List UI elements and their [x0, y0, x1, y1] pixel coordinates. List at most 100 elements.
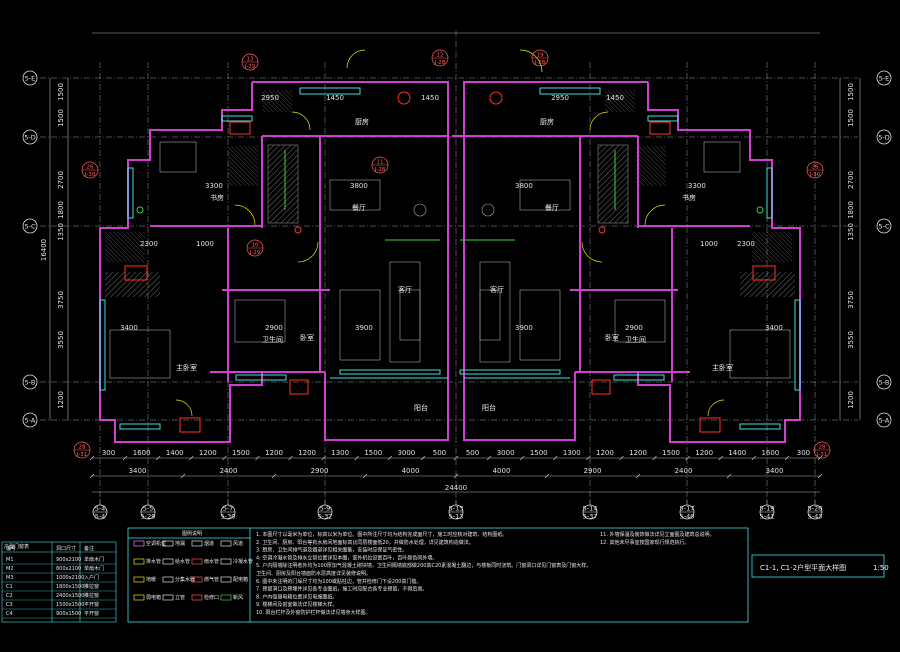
detail-ref-bubble: 11J-28 [371, 156, 389, 174]
notes: 1. 本图尺寸以毫米为单位，标高以米为单位。图中所注尺寸均为结构完成面尺寸，施工… [256, 531, 591, 616]
svg-text:烟道: 烟道 [204, 540, 214, 547]
svg-text:5-D: 5-D [24, 133, 36, 141]
svg-text:J-29: J-29 [244, 64, 256, 70]
svg-text:燃气管: 燃气管 [204, 576, 219, 583]
svg-text:空调机位: 空调机位 [146, 540, 166, 547]
windows [99, 87, 801, 430]
red-markers [124, 91, 776, 433]
svg-text:5-37: 5-37 [583, 513, 598, 521]
svg-text:5-32: 5-32 [318, 513, 333, 521]
svg-text:26: 26 [812, 165, 819, 171]
svg-text:3300: 3300 [688, 182, 706, 190]
table-cell: C1 [6, 584, 13, 590]
svg-text:新风: 新风 [233, 594, 243, 601]
notes-right: 11. 外墙保温及装饰做法详见立面图及建筑总说明。12. 其他未尽事宜按国家现行… [600, 531, 715, 546]
svg-text:风道: 风道 [233, 540, 243, 547]
table-cell: 单扇木门 [84, 556, 104, 563]
note-line: 10. 阳台栏杆及外窗防护栏杆做法详见墙身大样图。 [256, 609, 371, 616]
svg-text:5-5: 5-5 [143, 505, 154, 513]
axis-bubble-right: 5-C [876, 218, 892, 234]
svg-text:5-B: 5-B [879, 378, 890, 386]
legend-item: 新风 [220, 594, 243, 601]
total-height: 16400 [40, 239, 48, 261]
drawing-title: C1-1, C1-2户型平面大样图 [760, 563, 846, 572]
dim-text: 3750 [847, 291, 855, 309]
svg-text:5-C: 5-C [878, 222, 889, 230]
dim-text: 1200 [199, 449, 217, 457]
svg-text:J-30: J-30 [84, 172, 96, 178]
legend-item: 给水管 [162, 558, 190, 565]
svg-text:5-A: 5-A [879, 416, 890, 424]
table-cell: 推拉窗 [84, 592, 99, 599]
svg-text:5-D: 5-D [878, 133, 890, 141]
detail-ref-bubble: 10J-29 [246, 239, 264, 257]
axis-bubble-bottom: 5-45-4 [92, 500, 108, 521]
svg-text:5-29: 5-29 [141, 513, 156, 521]
legend-item: 排水管 [133, 558, 161, 565]
green-markers [136, 150, 764, 241]
svg-text:3900: 3900 [515, 324, 533, 332]
dim-text: 1450 [421, 94, 439, 102]
legend-item: 分集水器 [162, 576, 195, 583]
svg-text:主卧室: 主卧室 [176, 363, 197, 372]
svg-text:5-13: 5-13 [449, 513, 464, 521]
svg-text:检修口: 检修口 [204, 594, 219, 601]
table-cell: 入户门 [84, 574, 99, 581]
dim-text: 1400 [166, 449, 184, 457]
legend: 空调机位地漏烟道风道排水管给水管雨水管冷凝水管地暖分集水器燃气管配电箱弱电箱立管… [133, 540, 253, 601]
legend-item: 空调机位 [133, 540, 166, 547]
svg-text:1000: 1000 [196, 240, 214, 248]
svg-text:3900: 3900 [355, 324, 373, 332]
dim-text: 1200 [629, 449, 647, 457]
svg-text:5-20: 5-20 [808, 505, 823, 513]
right-axis-bubbles: 5-E 5-D 5-C 5-B 5-A [876, 70, 892, 428]
svg-text:5-9: 5-9 [320, 505, 331, 513]
svg-text:5-B: 5-B [25, 378, 36, 386]
svg-text:5-4: 5-4 [95, 513, 106, 521]
svg-text:5-43: 5-43 [808, 513, 823, 521]
legend-item: 弱电箱 [133, 594, 161, 601]
svg-text:J-31: J-31 [816, 452, 827, 458]
axis-bubble-bottom: 5-135-13 [448, 500, 464, 521]
svg-text:餐厅: 餐厅 [352, 203, 366, 212]
svg-text:13: 13 [247, 57, 254, 63]
svg-text:3300: 3300 [205, 182, 223, 190]
axis-bubble-left: 5-B [22, 374, 38, 390]
svg-text:5-C: 5-C [24, 222, 35, 230]
table-cell: 2400x1500 [56, 593, 84, 599]
svg-text:地漏: 地漏 [175, 540, 185, 547]
svg-text:J-28: J-28 [374, 167, 386, 173]
dim-text: 2900 [311, 467, 329, 475]
detail-ref-bubble: 26J-30 [81, 161, 99, 179]
dim-text: 4000 [402, 467, 420, 475]
dim-text: 1450 [606, 94, 624, 102]
dim-text: 1200 [847, 391, 855, 409]
svg-text:19: 19 [537, 53, 544, 59]
table-title: 户型门窗表 [4, 543, 29, 550]
svg-text:给水管: 给水管 [175, 558, 190, 565]
svg-text:冷凝水管: 冷凝水管 [233, 558, 253, 565]
svg-text:J-28: J-28 [434, 60, 446, 66]
dim-text: 500 [433, 449, 446, 457]
svg-text:3400: 3400 [765, 324, 783, 332]
svg-text:1000: 1000 [700, 240, 718, 248]
dim-text: 2950 [261, 94, 279, 102]
title-block [127, 527, 885, 623]
dim-text: 3400 [766, 467, 784, 475]
svg-text:11: 11 [377, 160, 384, 166]
svg-text:5-7: 5-7 [223, 505, 234, 513]
dim-text: 2950 [551, 94, 569, 102]
legend-item: 雨水管 [191, 558, 219, 565]
table-cell: C3 [6, 602, 13, 608]
dim-text: 3550 [847, 331, 855, 349]
legend-item: 地漏 [162, 540, 185, 547]
axis-bubble-right: 5-E [876, 70, 892, 86]
axis-bubble-bottom: 5-195-41 [759, 500, 775, 521]
axis-bubble-left: 5-D [22, 129, 38, 145]
dim-text: 3400 [129, 467, 147, 475]
dim-text: 1500 [57, 83, 65, 101]
svg-text:12: 12 [437, 53, 444, 59]
